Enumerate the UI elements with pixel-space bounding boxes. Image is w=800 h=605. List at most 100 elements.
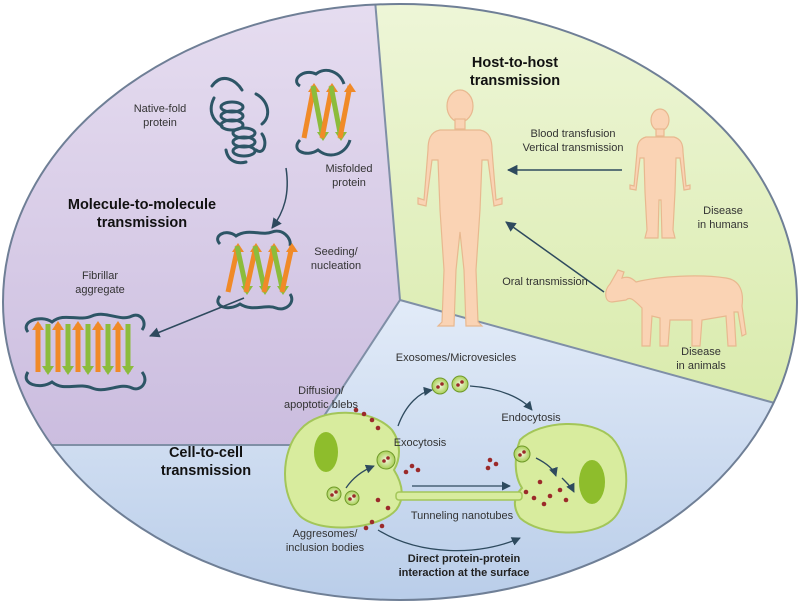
native-fold-line-1: Native-fold [133,103,187,115]
humans-label: Disease in humans [688,205,758,233]
recipient-cell [514,422,628,534]
beta-strand-head [344,83,356,92]
vesicle [376,450,396,470]
exosomes-line: Exosomes/Microvesicles [395,352,517,364]
beta-strand-head [42,366,54,375]
protein-particle [363,525,369,531]
molecule-title-line-2: transmission [96,215,188,232]
protein-particle [353,407,359,413]
exosomes-label: Exosomes/Microvesicles [390,352,522,366]
native-fold-label: Native-fold protein [118,103,202,131]
vesicle [431,377,449,395]
diffusion-line-2: apoptotic blebs [284,398,358,411]
protein-particle [537,479,543,485]
arrow-exosomes [397,386,433,427]
protein-particle [409,463,415,469]
vesicle-particle [436,385,440,389]
vesicle [326,486,342,502]
tunneling-label: Tunneling nanotubes [406,510,518,524]
arrow-native-to-seeding [271,167,288,229]
animals-line-1: Disease [681,346,721,358]
aggresomes-line-1: Aggresomes/ [292,528,358,540]
protein-particle [375,425,381,431]
beta-strand-head [62,366,74,375]
aggresomes-label: Aggresomes/ inclusion bodies [280,528,370,556]
vesicle-particle [330,493,334,497]
protein-particle [385,505,391,511]
native-fold-protein-icon [209,76,270,165]
human-small-icon [629,108,691,239]
seeding-label: Seeding/ nucleation [298,246,374,274]
arrow-microvesicles-to-recipient [469,385,533,411]
panel-divider [3,4,402,446]
seeding-line-2: nucleation [310,259,362,272]
vesicle [344,490,360,506]
arrow-inclusion-to-exocytosis [345,464,375,489]
vesicle-particle [460,380,464,384]
endocytosis-line: Endocytosis [501,412,561,424]
exocytosis-line: Exocytosis [393,437,447,449]
beta-strand [337,85,353,139]
humans-line-1: Disease [703,205,743,217]
protein-particle [493,461,499,467]
protein-particle [403,469,409,475]
beta-strand-head [92,321,104,330]
protein-particle-group [353,407,569,531]
donor-cell [284,411,403,529]
diffusion-label: Diffusion/ apoptotic blebs [276,385,366,413]
arrow-direct-interaction [377,529,521,552]
diffusion-line-1: Diffusion/ [298,385,344,397]
blood-line-2: Vertical transmission [522,141,624,154]
vesicle-group [326,375,531,506]
beta-strand-head [122,366,134,375]
cell-panel [3,300,797,600]
protein-particle [541,501,547,507]
beta-strand-head [102,366,114,375]
beta-strand-head [72,321,84,330]
protein-particle [369,417,375,423]
molecule-title-line-1: Molecule-to-molecule [67,197,217,213]
animals-line-2: in animals [676,359,726,372]
beta-strand-head [286,243,298,252]
vesicle-particle [386,456,390,460]
direct-line-2: interaction at the surface [398,566,530,579]
arrow-oral-transmission [505,221,605,293]
oral-transmission-label: Oral transmission [500,276,590,290]
misfolded-label: Misfolded protein [314,163,384,191]
arrow-seeding-to-fibrillar [149,297,245,338]
endocytosis-label: Endocytosis [494,412,568,426]
protein-particle [415,467,421,473]
protein-particle [523,489,529,495]
tunneling-line: Tunneling nanotubes [410,510,514,522]
fibrillar-aggregate-icon [24,312,147,392]
beta-strand-head [52,321,64,330]
blood-line-1: Blood transfusion [530,128,616,140]
animals-label: Disease in animals [666,346,736,374]
seeding-line-1: Seeding/ [314,246,358,258]
molecule-title: Molecule-to-molecule transmission [52,196,232,232]
beta-strand-head [32,321,44,330]
cell-title-line-1: Cell-to-cell [168,445,244,461]
host-title: Host-to-host transmission [440,54,590,90]
vesicle-particle [518,453,522,457]
native-fold-line-2: protein [143,116,177,129]
cell-title: Cell-to-cell transmission [146,444,266,480]
protein-particle [547,493,553,499]
beta-strand-head [112,321,124,330]
humans-line-2: in humans [697,218,749,231]
protein-particle [531,495,537,501]
misfolded-protein-icon [295,68,356,157]
aggresomes-line-2: inclusion bodies [285,541,365,554]
misfolded-line-1: Misfolded [325,163,373,175]
host-title-line-2: transmission [469,73,561,90]
beta-strand-head [82,366,94,375]
protein-particle [563,497,569,503]
fibrillar-label: Fibrillar aggregate [60,270,140,298]
protein-particle [375,497,381,503]
vesicle-particle [440,382,444,386]
protein-particle [487,457,493,463]
vesicle-particle [352,494,356,498]
protein-particle [485,465,491,471]
cell-title-line-2: transmission [160,463,252,480]
seeding-nucleation-icon [216,229,298,311]
